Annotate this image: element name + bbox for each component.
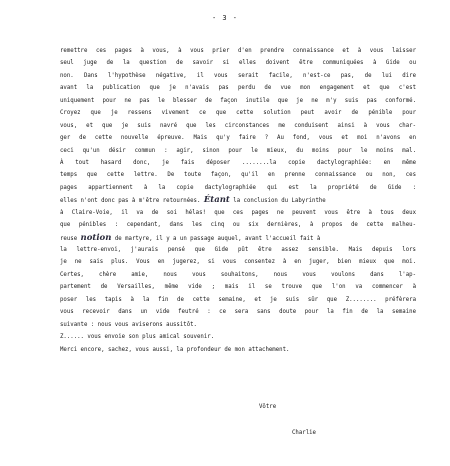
text-line: je ne sais plus. Vous en jugerez, si vou… <box>60 259 416 266</box>
text-line: reuse notion de martyre, il y a un passa… <box>60 232 416 244</box>
text-line: pages appartiennent à la copie dactylogr… <box>60 184 416 191</box>
text-line: uniquement pour ne pas le blesser de faç… <box>60 97 416 104</box>
text-line: elles n'ont donc pas à m'être retournées… <box>60 194 416 206</box>
line-text: la conclusion du Labyrinthe <box>229 198 326 205</box>
text-line: À tout hasard donc, je fais déposer ....… <box>60 159 416 166</box>
text-line: non. Dans l'hypothèse négative, il vous … <box>60 72 416 79</box>
handwritten-insertion: notion <box>80 232 112 243</box>
letter-body: remettre ces pages à vous, à vous prier … <box>60 45 416 356</box>
text-line: remettre ces pages à vous, à vous prier … <box>60 48 416 54</box>
text-line: à Claire-Voie, il va de soi hélas! que c… <box>60 209 416 216</box>
text-line: ceci qu'un désir commun : agir, sinon po… <box>60 147 416 154</box>
text-line: avant la publication que je n'avais pas … <box>60 85 416 92</box>
text-line: ger de cette nouvelle épreuve. Mais qu'y… <box>60 135 416 142</box>
text-line: la lettre-envoi, j'aurais pensé que Gide… <box>60 247 416 253</box>
text-line: temps que cette lettre. De toute façon, … <box>60 172 416 179</box>
handwritten-insertion: Étant <box>203 195 230 206</box>
text-line: Z...... vous envoie son plus amical souv… <box>60 334 215 341</box>
text-line: seul juge de la question de savoir si el… <box>60 60 416 67</box>
text-line: que pénibles : cependant, dans les cinq … <box>60 222 416 229</box>
signature-name: Charlie <box>292 430 316 436</box>
text-line: poser les tapis à la fin de cette semain… <box>60 296 416 303</box>
line-text: de martyre, il y a un passage auquel, av… <box>111 235 321 242</box>
text-line: partement de Versailles, même vide ; mai… <box>60 284 416 291</box>
closing-salutation: Vôtre <box>259 404 277 410</box>
text-line: vous, et que je suis navré que les circo… <box>60 122 416 129</box>
page-number: - 3 - <box>211 14 239 22</box>
text-line: Croyez que je ressens vivement ce que ce… <box>60 110 416 117</box>
text-line: vous recevoir dans un vide feutré : ce s… <box>60 309 416 316</box>
line-text: reuse <box>60 235 81 242</box>
text-line: Merci encore, sachez, vous aussi, la pro… <box>60 346 290 353</box>
text-line: Certes, chère amie, nous vous souhaitons… <box>60 271 416 278</box>
text-line: suivante : nous vous aviserons aussitôt. <box>60 321 197 328</box>
line-text: elles n'ont donc pas à m'être retournées… <box>60 198 204 205</box>
